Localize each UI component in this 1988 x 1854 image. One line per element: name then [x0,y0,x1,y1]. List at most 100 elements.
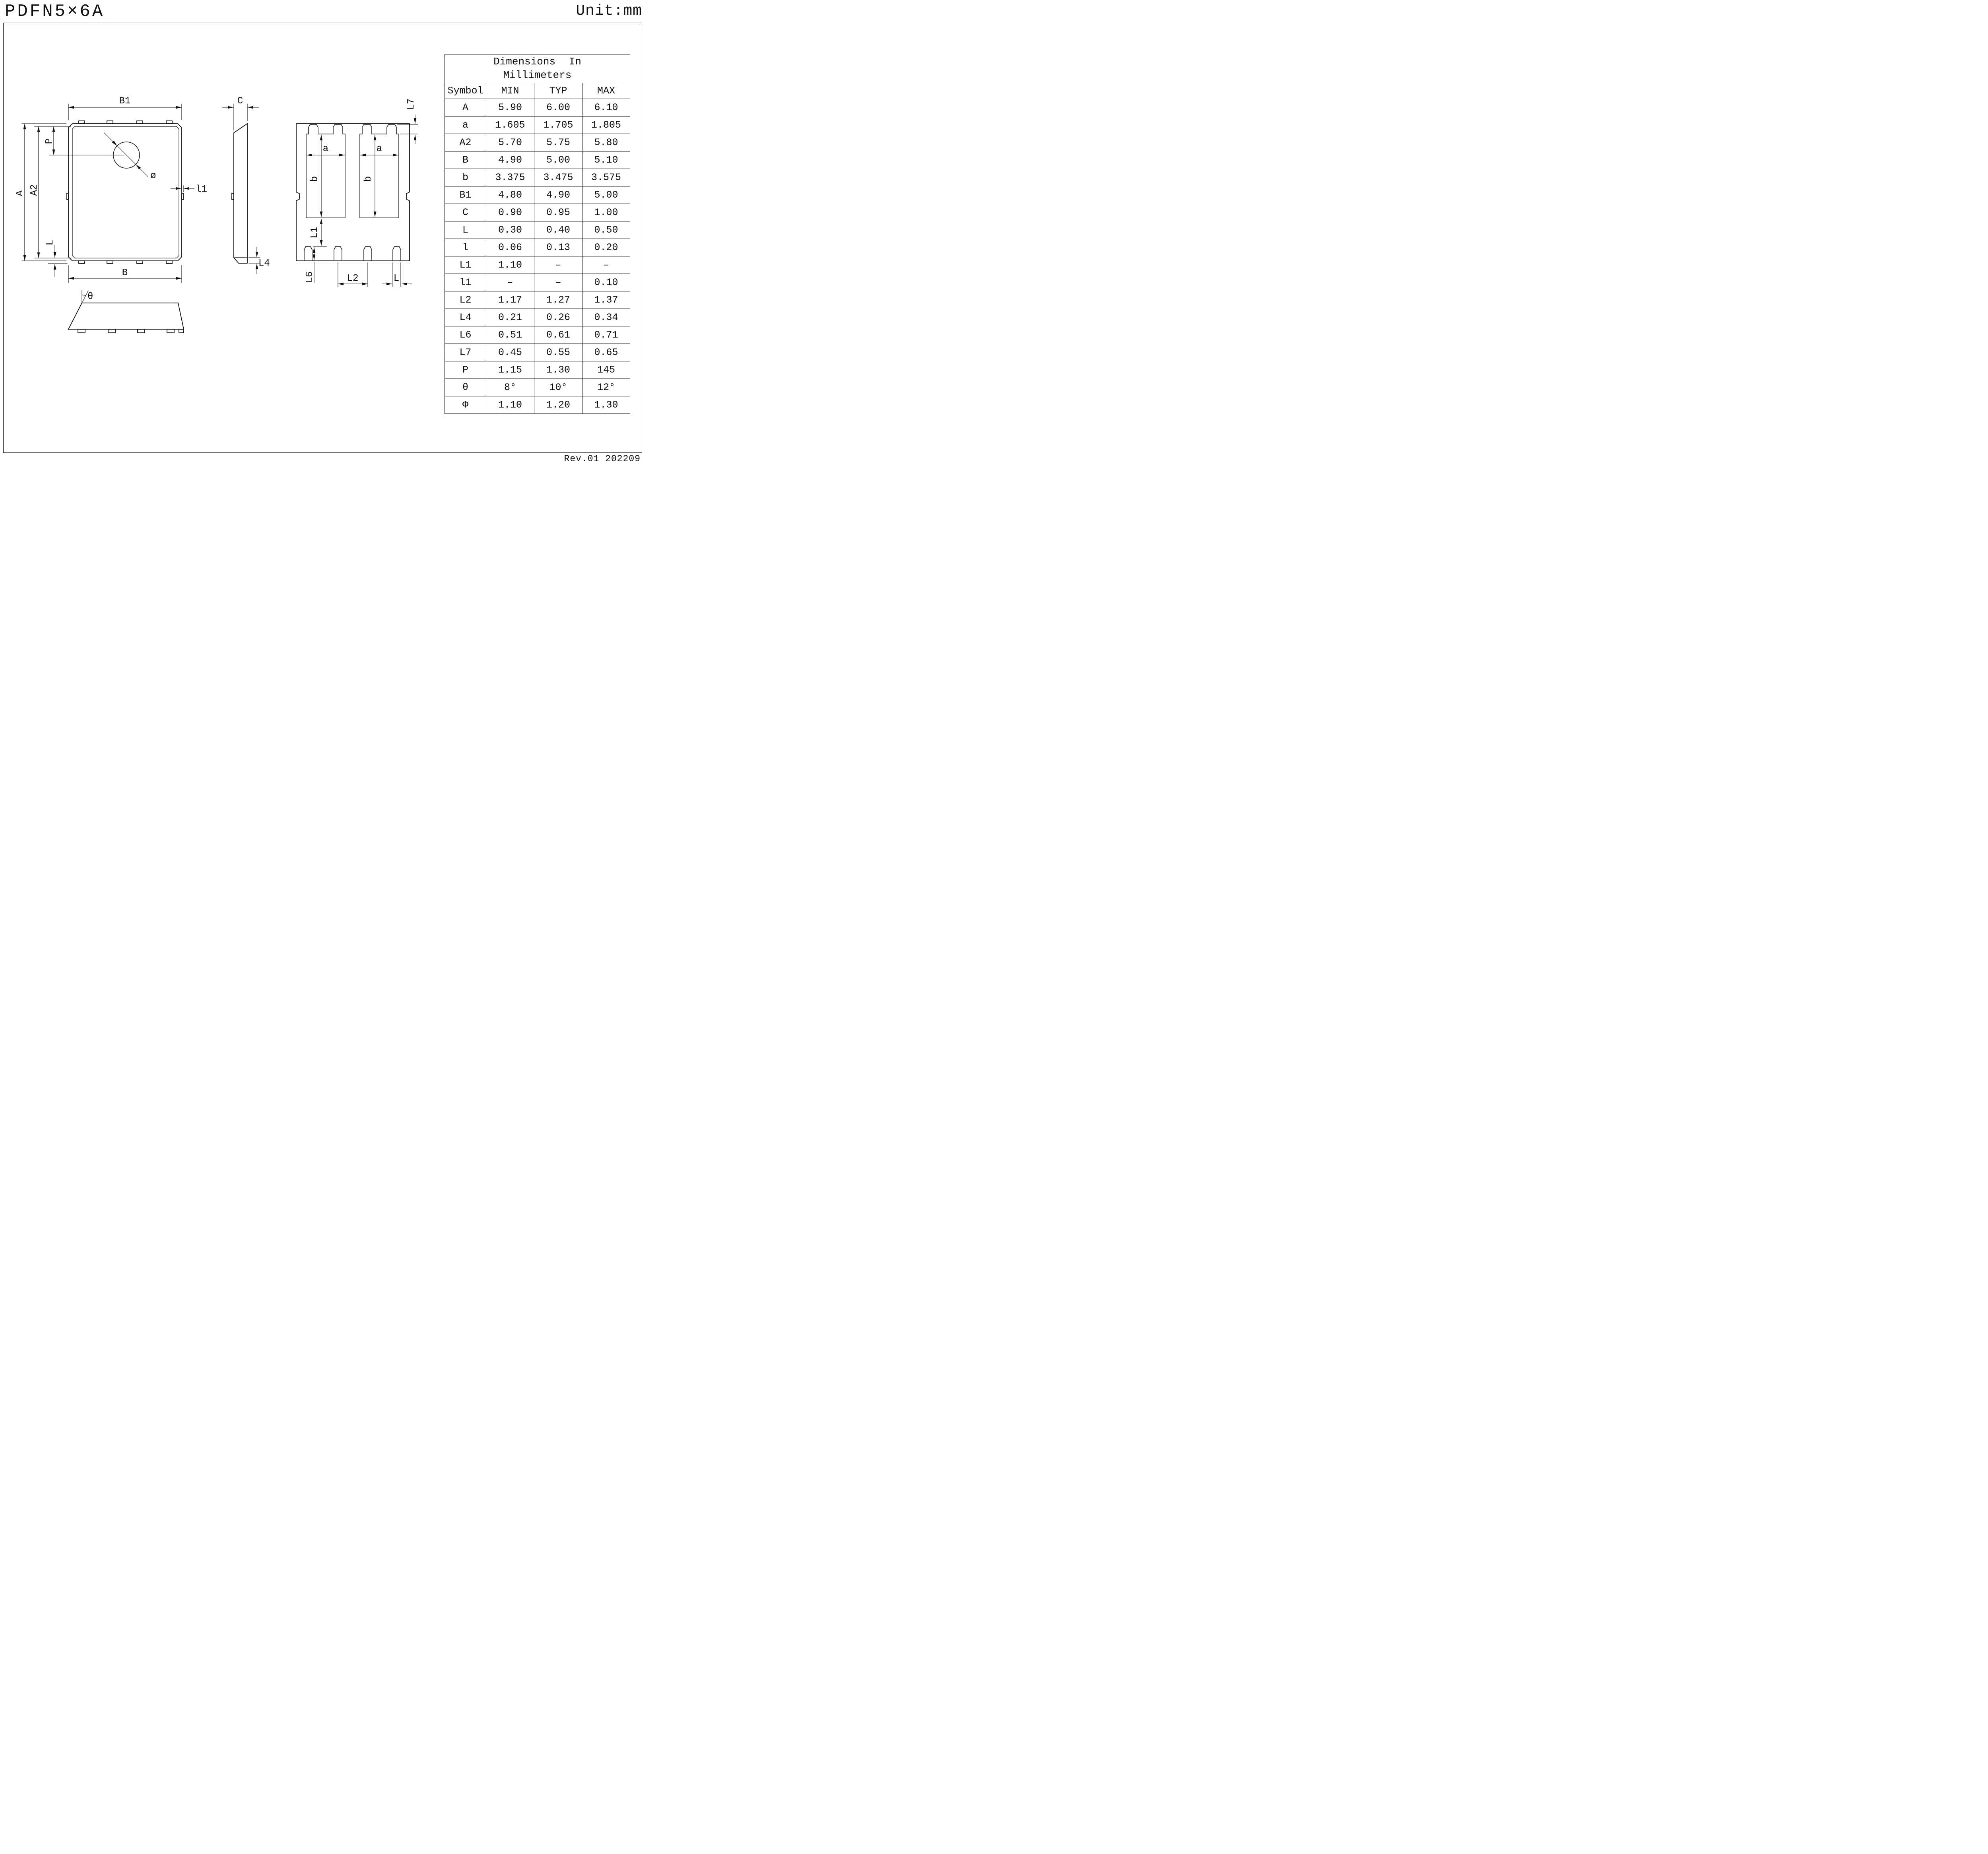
max-value-cell: 12° [582,379,631,396]
column-header-typ: TYP [534,83,582,99]
symbol-cell: B1 [445,186,486,204]
max-value-cell: 5.10 [582,151,631,169]
typ-value-cell: 1.30 [534,361,582,379]
min-value-cell: 3.375 [486,169,534,186]
symbol-cell: l [445,239,486,256]
max-value-cell: 0.50 [582,221,631,239]
pin-tab [78,120,85,124]
typ-value-cell: 6.00 [534,99,582,116]
typ-value-cell: 0.40 [534,221,582,239]
table-row: l1––0.10 [445,274,631,291]
symbol-cell: l1 [445,274,486,291]
max-value-cell: 145 [582,361,631,379]
symbol-cell: L6 [445,326,486,344]
pin-tab [136,120,143,124]
column-header-min: MIN [486,83,534,99]
lead-pad [304,246,313,261]
drawing-border-frame [3,23,642,453]
max-value-cell: 3.575 [582,169,631,186]
min-value-cell: 0.90 [486,204,534,221]
dim-label-phi: ø [150,171,156,181]
dim-label-c: C [237,96,243,107]
symbol-cell: L [445,221,486,239]
dim-label-p: P [44,138,55,144]
symbol-cell: P [445,361,486,379]
symbol-cell: Φ [445,396,486,414]
dim-label-a-overall: A [15,190,25,196]
side-view [231,123,248,264]
typ-value-cell: 5.75 [534,134,582,151]
foot [167,329,175,333]
max-value-cell: 1.37 [582,291,631,309]
dim-label-l4: L4 [258,258,270,269]
dim-label-b1: B1 [119,96,131,107]
column-header-symbol: Symbol [445,83,486,99]
unit-label: Unit:mm [576,2,642,19]
dimensions-table: Dimensions In Millimeters Symbol MIN TYP… [444,54,631,414]
typ-value-cell: 10° [534,379,582,396]
foot [78,329,85,333]
thermal-pad [306,124,346,218]
drawing-canvas: B1 C L7 A A2 P ø l1 L B θ L4 a a b b L1 … [15,96,418,333]
table-title: Dimensions In Millimeters [444,54,631,83]
min-value-cell: 0.21 [486,309,534,326]
symbol-cell: L2 [445,291,486,309]
lead-pad [392,246,401,261]
typ-value-cell: – [534,274,582,291]
dimension-lines [21,104,418,303]
typ-value-cell: 1.20 [534,396,582,414]
symbol-cell: θ [445,379,486,396]
pin-tab [166,120,173,124]
min-value-cell: 1.17 [486,291,534,309]
pin-tab [166,260,173,264]
side-tab [231,193,234,200]
symbol-cell: L1 [445,256,486,274]
foot [137,329,145,333]
max-value-cell: 0.65 [582,344,631,361]
max-value-cell: 0.71 [582,326,631,344]
min-value-cell: 5.70 [486,134,534,151]
dim-label-a2: A2 [29,184,40,196]
symbol-cell: C [445,204,486,221]
typ-value-cell: 0.55 [534,344,582,361]
symbol-cell: B [445,151,486,169]
max-value-cell: 0.20 [582,239,631,256]
thermal-pad [359,124,399,218]
dim-label-a-pad1: a [323,144,328,154]
dim-label-l-pad: L [394,273,399,284]
dim-label-a-pad2: a [377,144,382,154]
typ-value-cell: – [534,256,582,274]
dim-label-l1-gap: L1 [309,227,320,239]
min-value-cell: 4.90 [486,151,534,169]
max-value-cell: 1.805 [582,116,631,134]
pin-tab [107,120,113,124]
min-value-cell: 0.51 [486,326,534,344]
side-tab [66,193,69,200]
page-title: PDFN5×6A [5,2,105,21]
typ-value-cell: 0.26 [534,309,582,326]
max-value-cell: 5.80 [582,134,631,151]
dim-label-b-pad1: b [309,176,320,182]
min-value-cell: 0.30 [486,221,534,239]
top-view [66,120,184,264]
symbol-cell: L7 [445,344,486,361]
typ-value-cell: 4.90 [534,186,582,204]
min-value-cell: 1.15 [486,361,534,379]
dim-label-l2: L2 [347,273,359,284]
dim-label-b-pad2: b [363,176,374,182]
min-value-cell: 1.605 [486,116,534,134]
table-title-line2: Millimeters [503,69,572,81]
min-value-cell: 0.45 [486,344,534,361]
